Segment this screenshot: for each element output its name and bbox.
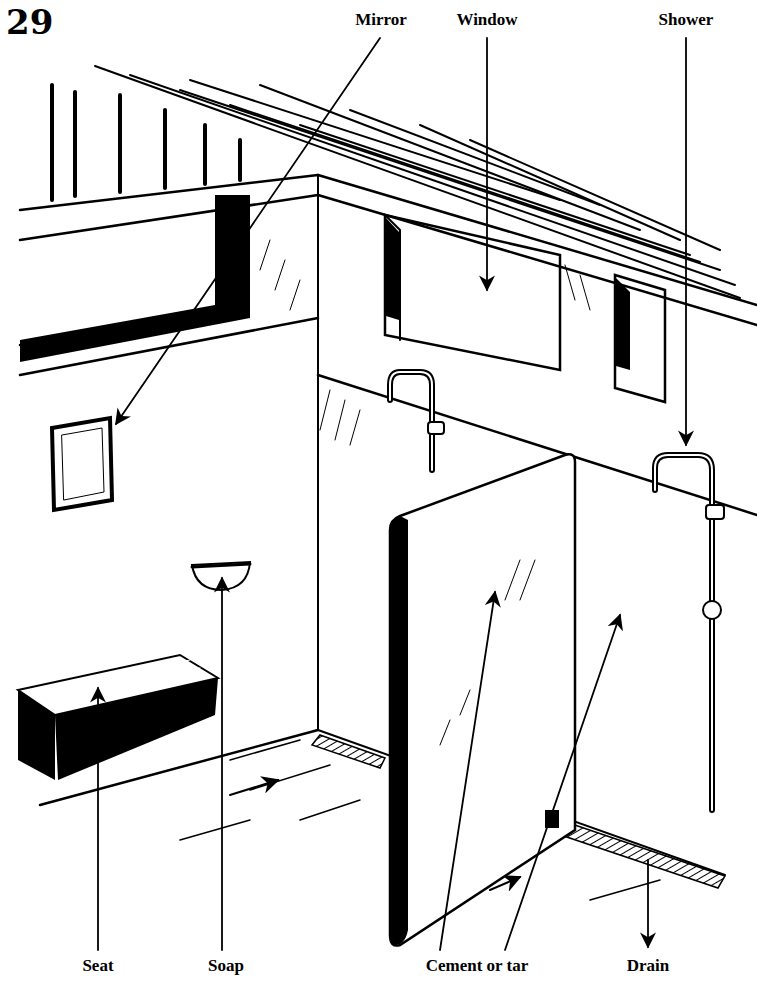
part-label: Drain — [625, 956, 672, 976]
part-label: Shower — [657, 10, 716, 30]
part-label: Window — [454, 10, 519, 30]
figure-number: 29 — [6, 2, 53, 43]
part-label: Cement or tar — [424, 956, 531, 976]
part-label: Soap — [206, 956, 246, 976]
part-label: Mirror — [353, 10, 409, 30]
part-label: Seat — [80, 956, 115, 976]
